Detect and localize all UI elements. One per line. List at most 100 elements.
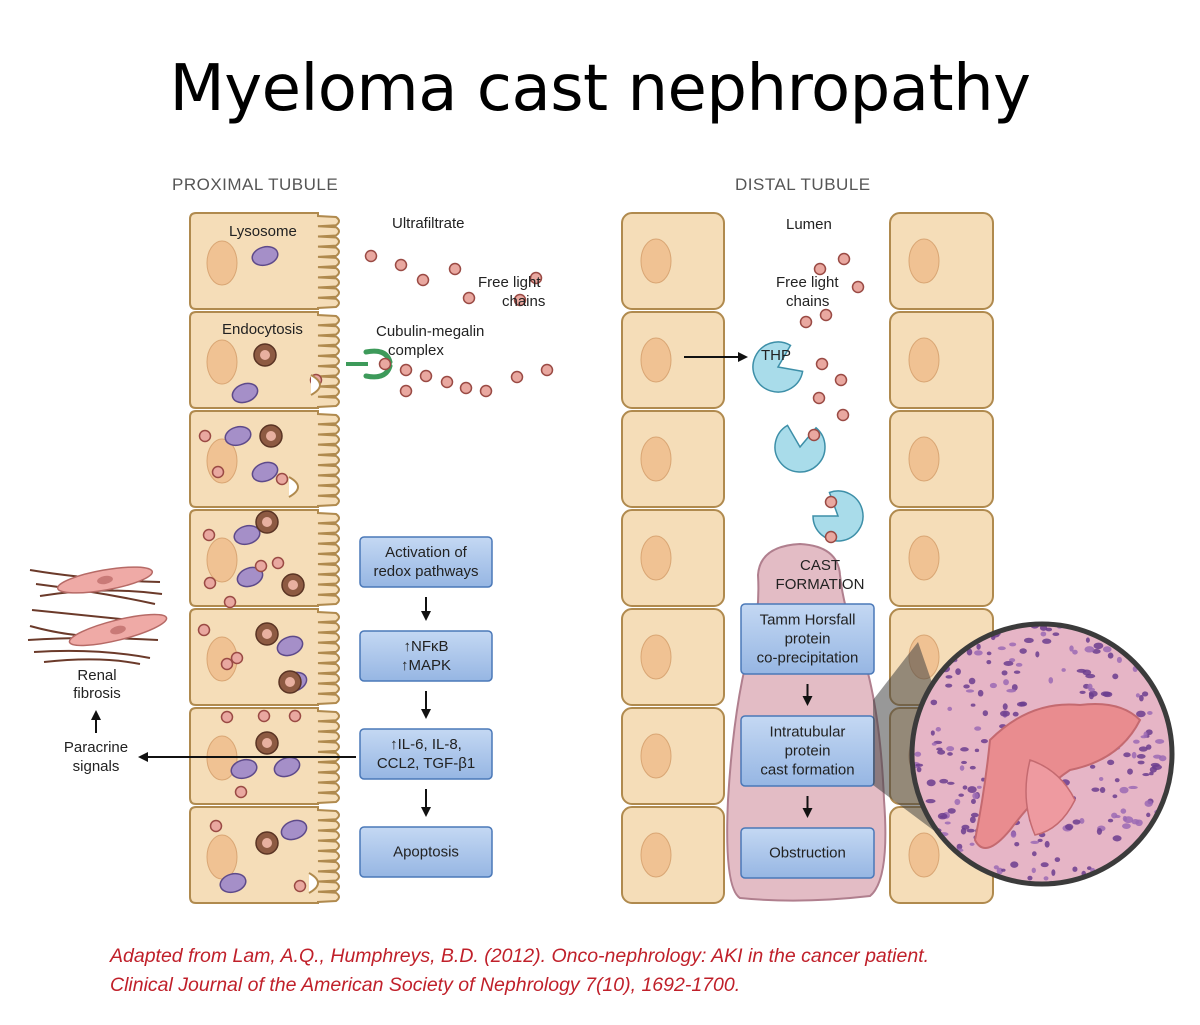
- flow-box-text: co-precipitation: [757, 650, 859, 667]
- cell-nucleus-stain: [1112, 794, 1118, 799]
- cell-nucleus-stain: [1153, 754, 1162, 759]
- cell-nucleus-stain: [1072, 819, 1081, 825]
- cell-nucleus-stain: [982, 710, 989, 717]
- cell-nucleus-stain: [1014, 841, 1020, 847]
- cell-nucleus-stain: [1099, 786, 1106, 794]
- cell-nucleus-stain: [1138, 746, 1148, 752]
- distal-cell: [621, 608, 725, 706]
- cell-nucleus-stain: [977, 689, 984, 697]
- cell-nucleus-stain: [1069, 645, 1074, 652]
- cell-nucleus-stain: [1010, 861, 1019, 868]
- cell-nucleus-stain: [974, 748, 980, 753]
- free-light-chain: [364, 249, 378, 263]
- proximal-free-light-chains: [364, 249, 554, 398]
- internalized-light-chain: [203, 576, 217, 590]
- cell-nucleus-stain: [947, 808, 956, 814]
- cell-nucleus: [206, 240, 238, 286]
- cell-nucleus-stain: [1102, 646, 1112, 653]
- cast-formation-label-line1: CAST: [800, 557, 840, 574]
- proximal-cells: [189, 212, 340, 904]
- cell-nucleus-stain: [1115, 878, 1124, 884]
- free-light-chain: [815, 357, 829, 371]
- cell-nucleus-stain: [1162, 835, 1169, 839]
- cell-nucleus: [908, 238, 940, 284]
- lysosome: [251, 245, 279, 267]
- cell-nucleus-stain: [1110, 882, 1118, 884]
- flow-box-text: ↑IL-6, IL-8,: [390, 736, 462, 753]
- cell-nucleus: [640, 238, 672, 284]
- flow-box-text: Apoptosis: [393, 844, 459, 861]
- cell-nucleus-stain: [939, 778, 949, 784]
- cell-nucleus-stain: [1000, 710, 1010, 717]
- cell-nucleus-stain: [1112, 835, 1122, 842]
- cell-nucleus-stain: [1149, 766, 1157, 773]
- flow-box-text: Intratubular: [770, 724, 846, 741]
- cell-nucleus-stain: [1161, 642, 1168, 646]
- cell-nucleus-stain: [1152, 833, 1157, 839]
- cell-nucleus-stain: [1166, 867, 1172, 874]
- cell-nucleus-stain: [1107, 818, 1114, 823]
- cell-nucleus-stain: [930, 730, 935, 736]
- cell-nucleus: [640, 832, 672, 878]
- cell-nucleus-stain: [961, 760, 967, 765]
- endosome-core: [288, 580, 298, 590]
- free-light-chain: [399, 384, 413, 398]
- free-light-chain: [824, 495, 838, 509]
- endocytic-pit: [308, 872, 319, 894]
- cell-nucleus-stain: [1141, 691, 1149, 697]
- cell-nucleus: [640, 733, 672, 779]
- cell-nucleus-stain: [944, 821, 951, 825]
- cell-nucleus-stain: [1009, 658, 1016, 663]
- cell-nucleus-stain: [1161, 658, 1167, 663]
- endosome-core: [285, 677, 295, 687]
- cell-nucleus-stain: [1142, 772, 1150, 777]
- internalized-light-chain: [271, 556, 285, 570]
- free-light-chain: [448, 262, 462, 276]
- cell-nucleus-stain: [1166, 833, 1172, 838]
- flow-box-text: Activation of: [385, 544, 468, 561]
- cell-nucleus-stain: [1097, 877, 1106, 882]
- flow-box: [740, 603, 875, 675]
- cell-nucleus-stain: [1003, 679, 1009, 686]
- cell-nucleus-stain: [1153, 648, 1162, 655]
- cell-nucleus-stain: [1037, 838, 1043, 843]
- free-light-chain: [513, 293, 527, 307]
- cell-nucleus-stain: [1120, 808, 1127, 814]
- cell-nucleus-stain: [1172, 619, 1177, 625]
- ultrafiltrate-label: Ultrafiltrate: [392, 215, 465, 232]
- cell-nucleus-stain: [1085, 637, 1090, 643]
- internalized-light-chain: [197, 623, 211, 637]
- flow-box: [359, 536, 493, 588]
- cell-nucleus-stain: [969, 842, 975, 846]
- distal-cell: [889, 410, 994, 508]
- cell-nucleus-stain: [1035, 651, 1040, 658]
- cell-nucleus-stain: [1092, 648, 1101, 654]
- cell-nucleus-stain: [1072, 866, 1078, 872]
- cell-nucleus-stain: [1139, 694, 1144, 702]
- cell-nucleus: [908, 436, 940, 482]
- cell-nucleus-stain: [986, 651, 992, 656]
- cell-nucleus: [206, 339, 238, 385]
- cubulin-megalin-label-line1: Cubulin-megalin: [376, 323, 484, 340]
- internalized-light-chain: [220, 710, 234, 724]
- free-light-chains-label-line1: Free light: [478, 274, 541, 291]
- endosome-core: [262, 629, 272, 639]
- cell-nucleus-stain: [945, 683, 953, 688]
- cell-nucleus-stain: [1002, 703, 1008, 710]
- cell-nucleus-stain: [937, 749, 946, 755]
- cell-nucleus-stain: [1098, 624, 1104, 626]
- cell-nucleus-stain: [1124, 633, 1134, 638]
- cell-nucleus-stain: [1119, 624, 1129, 627]
- cell-nucleus-stain: [1134, 639, 1139, 645]
- cell-nucleus-stain: [1019, 648, 1027, 654]
- cell-nucleus-stain: [930, 699, 938, 706]
- cell-nucleus: [908, 535, 940, 581]
- cell-nucleus-stain: [1098, 776, 1104, 782]
- free-light-chain: [462, 291, 476, 305]
- flow-box: [359, 728, 493, 780]
- cell-nucleus-stain: [1087, 683, 1093, 690]
- cell-nucleus-stain: [1154, 876, 1163, 881]
- cell-nucleus-stain: [915, 763, 924, 767]
- free-light-chain: [824, 530, 838, 544]
